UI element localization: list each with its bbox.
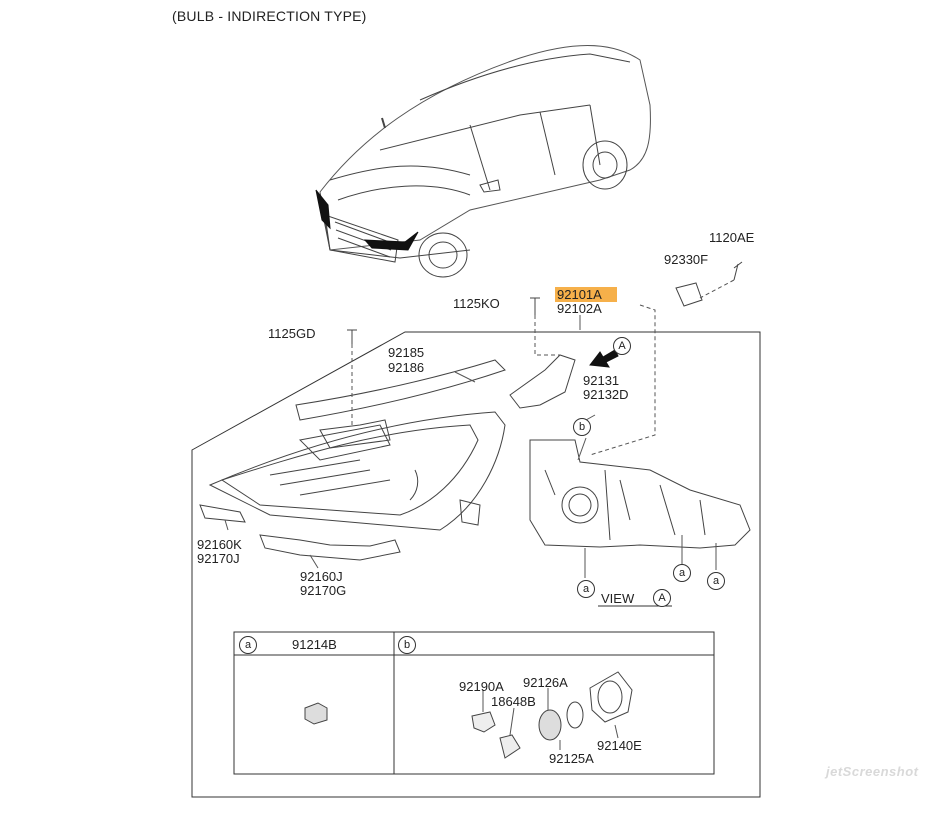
label-92125A: 92125A xyxy=(549,751,594,766)
rear-housing-view xyxy=(529,439,751,549)
label-92140E: 92140E xyxy=(597,738,642,753)
part-91214B-drawing xyxy=(304,702,328,725)
label-1120AE: 1120AE xyxy=(709,230,755,245)
callout-a-circle-3: a xyxy=(707,572,725,590)
car-illustration xyxy=(319,45,651,278)
view-ref-circle: A xyxy=(653,589,671,607)
screw-1125KO xyxy=(530,297,540,315)
socket-92190A xyxy=(471,711,496,733)
label-92190A: 92190A xyxy=(459,679,504,694)
label-92185: 92185 xyxy=(388,345,425,360)
legend-a-circle: a xyxy=(239,636,257,654)
highlight-92101A xyxy=(555,287,617,302)
label-1125GD: 1125GD xyxy=(268,326,316,341)
callout-a-circle-2: a xyxy=(673,564,691,582)
callout-b-circle: b xyxy=(573,418,591,436)
label-92160K: 92160K xyxy=(197,537,242,552)
legend-a-part: 91214B xyxy=(292,637,337,652)
arrow-ref-circle: A xyxy=(613,337,631,355)
label-1125KO: 1125KO xyxy=(453,296,500,311)
label-92160J: 92160J xyxy=(300,569,343,584)
callout-a-circle-1: a xyxy=(577,580,595,598)
view-arrow xyxy=(589,349,619,368)
label-92330F: 92330F xyxy=(664,252,709,267)
bulb-18648B xyxy=(499,734,521,759)
headlamp-assembly xyxy=(199,359,506,561)
diagram-title: (BULB - INDIRECTION TYPE) xyxy=(172,8,367,24)
headlamp-highlight-right xyxy=(363,231,419,251)
screw-1125GD xyxy=(347,329,357,344)
label-92126A: 92126A xyxy=(523,675,568,690)
label-92186: 92186 xyxy=(388,360,425,375)
label-92131: 92131 xyxy=(583,373,620,388)
part-92330F xyxy=(675,282,703,307)
label-view: VIEW xyxy=(601,591,635,606)
assembly-frame xyxy=(191,331,761,798)
label-92102A: 92102A xyxy=(557,301,602,316)
ring-92140E xyxy=(589,671,633,723)
headlamp-highlight xyxy=(315,189,331,230)
screw-1120AE xyxy=(733,261,743,281)
legend-table xyxy=(233,631,715,775)
label-92170G: 92170G xyxy=(300,583,347,598)
gasket-92125A xyxy=(538,709,562,741)
bracket-92131 xyxy=(509,354,576,409)
label-92132D: 92132D xyxy=(583,387,629,402)
label-92101A: 92101A xyxy=(557,287,602,302)
label-18648B: 18648B xyxy=(491,694,536,709)
legend-b-circle: b xyxy=(398,636,416,654)
watermark: jetScreenshot xyxy=(826,764,919,779)
label-92170J: 92170J xyxy=(197,551,240,566)
cap-92126A xyxy=(566,701,584,729)
